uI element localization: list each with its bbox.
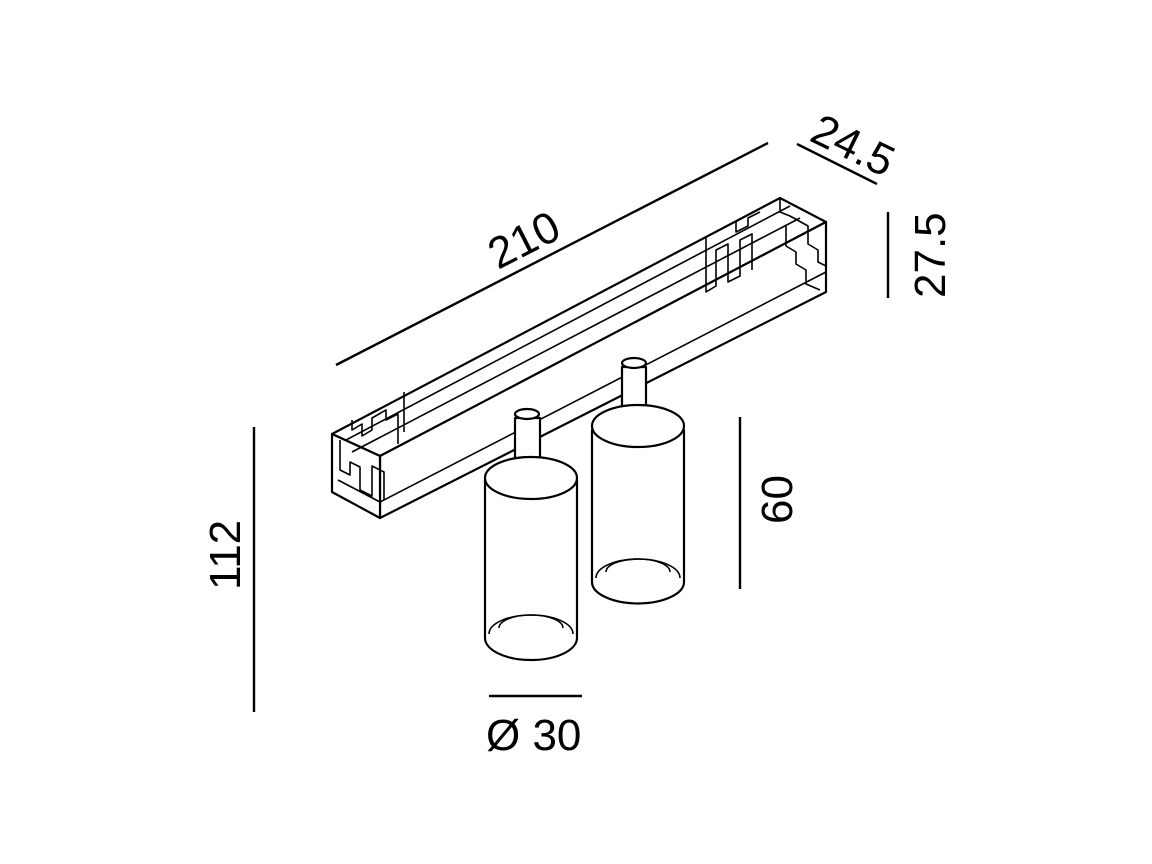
spot-light-rear bbox=[590, 356, 686, 605]
label-diameter: Ø 30 bbox=[486, 711, 581, 760]
label-depth: 24.5 bbox=[804, 105, 902, 187]
spot-light-front bbox=[483, 407, 579, 662]
label-track-height: 27.5 bbox=[906, 212, 955, 298]
dim-line-depth bbox=[796, 142, 878, 186]
label-spot-height: 60 bbox=[753, 475, 802, 524]
dim-line-length bbox=[335, 141, 769, 367]
label-total-height: 112 bbox=[201, 520, 250, 590]
label-length: 210 bbox=[480, 202, 568, 279]
track-body bbox=[330, 196, 828, 520]
